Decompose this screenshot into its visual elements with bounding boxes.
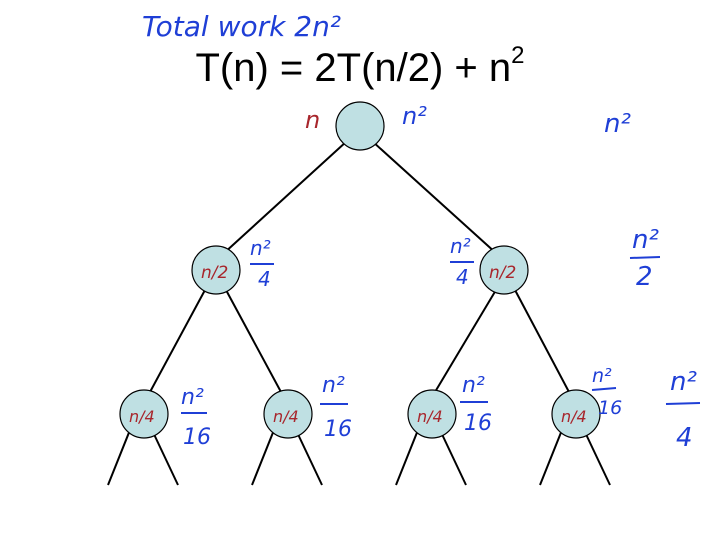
- edge-l1a-left: [149, 289, 206, 393]
- level2-3-cost-num: n²: [462, 373, 485, 398]
- node-level2-1: [119, 389, 169, 439]
- level1-left-cost-num: n²: [250, 236, 271, 260]
- level1-right-cost-num: n²: [450, 234, 471, 258]
- level-sum-2-num: n²: [670, 367, 697, 397]
- recurrence-title: T(n) = 2T(n/2) + n2: [0, 42, 720, 91]
- edge-l1b-right: [514, 289, 570, 393]
- edge-leaf4-left: [539, 429, 563, 486]
- edge-leaf1-right: [151, 429, 179, 486]
- level-sum-1-bar: [629, 256, 661, 259]
- level2-2-size-label: n/4: [273, 407, 299, 426]
- edge-root-left: [222, 140, 348, 255]
- level-sum-2-bar: [665, 402, 701, 405]
- recurrence-base: T(n) = 2T(n/2) + n: [195, 46, 512, 90]
- node-level1-right: [479, 245, 529, 295]
- level-sum-1-num: n²: [632, 225, 659, 255]
- edge-leaf4-right: [583, 429, 611, 486]
- total-work-annotation: Total work 2n²: [142, 10, 341, 43]
- level2-2-cost-num: n²: [322, 373, 345, 398]
- level2-4-cost-den: 16: [598, 397, 622, 419]
- level-sum-1-den: 2: [636, 262, 653, 292]
- level-sum-2-den: 4: [676, 423, 693, 453]
- node-root: [335, 101, 385, 151]
- tree-edges: [107, 140, 611, 486]
- level2-1-cost-den: 16: [183, 425, 211, 450]
- level1-right-size-label: n/2: [489, 263, 516, 283]
- level2-3-size-label: n/4: [417, 407, 443, 426]
- level2-2-cost-den: 16: [324, 417, 352, 442]
- edge-root-right: [371, 140, 498, 255]
- edge-leaf1-left: [107, 429, 131, 486]
- edge-leaf3-right: [439, 429, 467, 486]
- level2-1-size-label: n/4: [129, 407, 155, 426]
- level1-right-cost-den: 4: [456, 265, 469, 289]
- level2-1-cost-num: n²: [181, 385, 204, 410]
- node-level2-4: [551, 389, 601, 439]
- node-level1-left: [191, 245, 241, 295]
- level1-left-size-label: n/2: [201, 263, 228, 283]
- node-level2-2: [263, 389, 313, 439]
- root-cost-label: n²: [402, 102, 427, 130]
- root-size-label: n: [305, 106, 320, 134]
- level1-left-cost-den: 4: [258, 267, 271, 291]
- level2-4-cost-num: n²: [592, 365, 612, 387]
- level2-3-cost-den: 16: [464, 411, 492, 436]
- edge-l1b-left: [434, 289, 497, 393]
- edge-leaf2-right: [295, 429, 323, 486]
- edge-l1a-right: [225, 289, 282, 393]
- level-sum-0: n²: [604, 109, 631, 139]
- edge-leaf3-left: [395, 429, 419, 486]
- edge-leaf2-left: [251, 429, 275, 486]
- level2-4-cost-bar: [591, 387, 617, 391]
- node-level2-3: [407, 389, 457, 439]
- level2-4-size-label: n/4: [561, 407, 587, 426]
- recurrence-exponent: 2: [511, 42, 525, 69]
